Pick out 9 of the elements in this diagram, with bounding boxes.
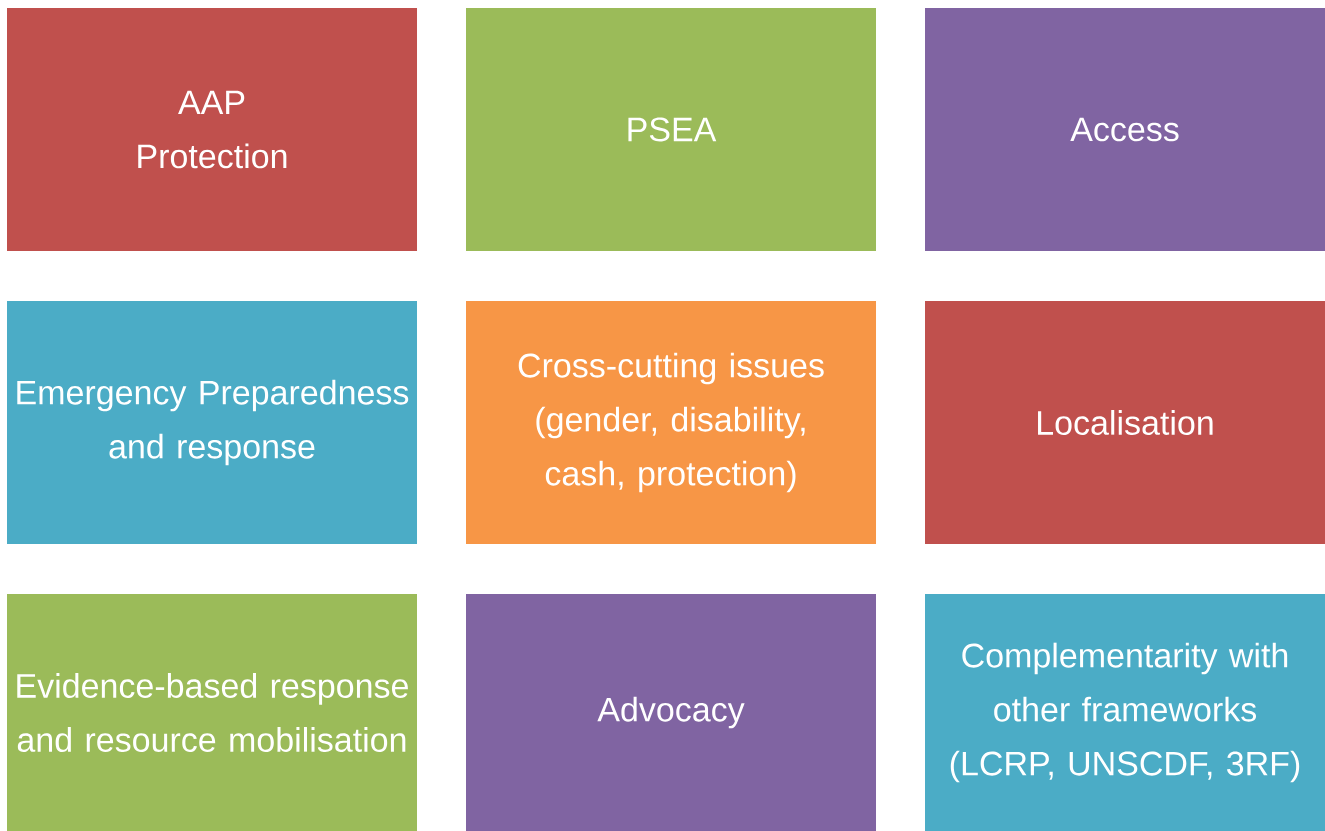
topic-box: Complementarity with other frameworks (LCRP, UNSCDF, 3RF) bbox=[925, 594, 1325, 831]
topic-box: Access bbox=[925, 8, 1325, 251]
topic-box: Localisation bbox=[925, 301, 1325, 544]
topic-box: AAP Protection bbox=[7, 8, 417, 251]
topic-box: Emergency Preparedness and response bbox=[7, 301, 417, 544]
topic-box: Cross-cutting issues (gender, disability, cash, protection) bbox=[466, 301, 876, 544]
topic-box: Evidence-based response and resource mobilisation bbox=[7, 594, 417, 831]
topic-box: PSEA bbox=[466, 8, 876, 251]
topic-box: Advocacy bbox=[466, 594, 876, 831]
